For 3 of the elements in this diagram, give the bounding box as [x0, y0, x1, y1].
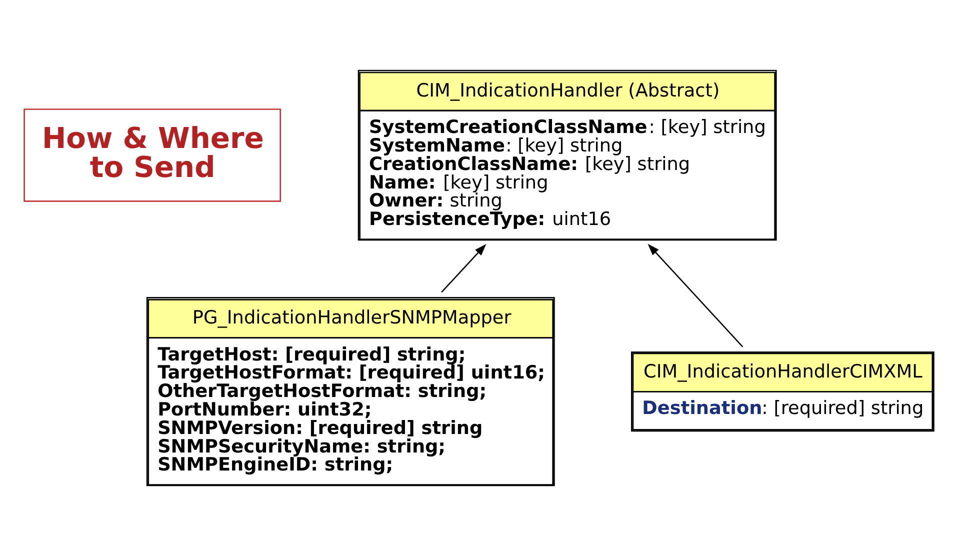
- node-box: How & Where to Send: [24, 108, 282, 202]
- arrow: [441, 244, 486, 293]
- arrow: [648, 244, 744, 348]
